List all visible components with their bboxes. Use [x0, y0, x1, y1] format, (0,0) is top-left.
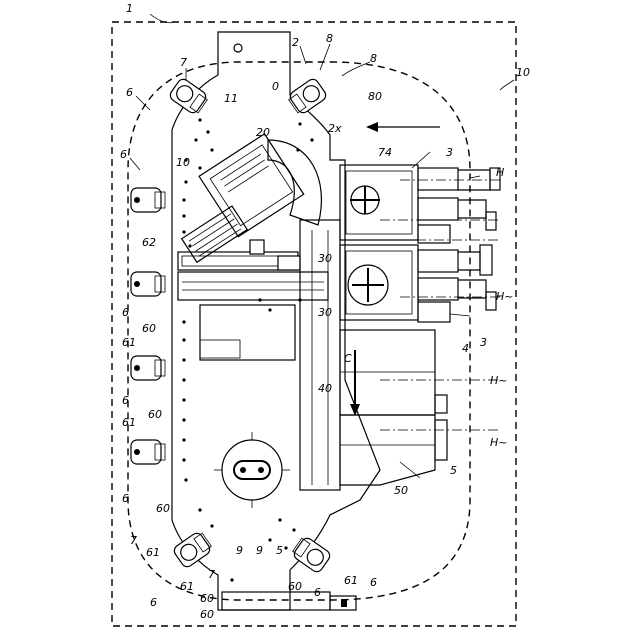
- label-left-6f: 6: [150, 596, 157, 609]
- label-frame-outer: 10: [516, 66, 530, 79]
- unit-4-stub: [435, 395, 447, 413]
- label-left-61b: 61: [122, 416, 136, 429]
- mount-hole-top: [234, 44, 242, 52]
- label-bottom-60b: 60: [200, 608, 214, 621]
- label-station-3a: 3: [446, 146, 453, 159]
- label-mid-30a: 30: [318, 252, 332, 265]
- center-pad: [222, 440, 282, 500]
- label-plate-10: 10: [176, 156, 190, 169]
- station-3-lower-inner: [346, 251, 412, 314]
- label-mid-50: 50: [394, 484, 408, 497]
- label-station-3b: 3: [480, 336, 487, 349]
- label-2x: 2x: [328, 122, 342, 135]
- label-left-6a: 6: [126, 86, 133, 99]
- lower-block-inset: [200, 340, 240, 358]
- label-2: 2: [292, 36, 299, 49]
- label-left-6c: 6: [122, 306, 129, 319]
- label-unit-5: 5: [450, 464, 457, 477]
- label-mid-40: 40: [318, 382, 332, 395]
- label-unit-4: 4: [462, 342, 469, 355]
- label-plate-5: 5: [276, 544, 283, 557]
- label-top-8b: 8: [370, 52, 377, 65]
- label-axis-H2: H~: [496, 290, 514, 303]
- label-mid-30b: 30: [318, 306, 332, 319]
- station-3-lower-cyl-a: [418, 250, 458, 272]
- lower-block: [200, 305, 295, 360]
- label-plate-11: 11: [224, 92, 238, 105]
- label-mid-C: C: [344, 352, 352, 365]
- label-left-60c: 60: [156, 502, 170, 515]
- carousel-path: [128, 62, 470, 600]
- label-left-60b: 60: [148, 408, 162, 421]
- station-3-lower-cyl-c: [418, 302, 450, 322]
- rail-lower: [178, 272, 328, 300]
- label-top-8a: 8: [326, 32, 333, 45]
- rail-block-b: [278, 256, 300, 270]
- label-left-62: 62: [142, 236, 156, 249]
- label-mid-74: 74: [378, 146, 392, 159]
- label-bottom-60a: 60: [288, 580, 302, 593]
- gripper-bottom-right: [290, 535, 332, 574]
- label-bottom-6a: 6: [314, 586, 321, 599]
- label-left-6e: 6: [122, 492, 129, 505]
- station-3-upper-cyl-a: [418, 168, 458, 190]
- label-axis-H1: H: [496, 166, 504, 179]
- rotary-unit-20: [199, 134, 304, 237]
- label-plate-9b: 9: [256, 544, 263, 557]
- label-bottom-7: 7: [208, 568, 215, 581]
- label-plate-0: 0: [272, 80, 279, 93]
- station-3-lower-body: [340, 245, 418, 320]
- label-mid-20: 20: [256, 126, 270, 139]
- station-3-upper-cyl-b: [418, 198, 458, 220]
- label-axis-H4: H~: [490, 436, 508, 449]
- bottom-bracket-inner: [341, 599, 347, 607]
- label-left-6d: 6: [122, 394, 129, 407]
- unit-5-stub: [435, 420, 447, 460]
- rail-block-a: [250, 240, 264, 254]
- frame-plate: [172, 32, 380, 610]
- label-left-61c: 61: [146, 546, 160, 559]
- label-left-60a: 60: [142, 322, 156, 335]
- unit-5: [340, 415, 435, 485]
- label-axis-H3: H~: [490, 374, 508, 387]
- label-bottom-6b: 6: [370, 576, 377, 589]
- label-left-6b: 6: [120, 148, 127, 161]
- center-pad-slot: [234, 461, 270, 479]
- label-machine: 1: [126, 2, 133, 15]
- label-bottom-61a: 61: [344, 574, 358, 587]
- label-left-61a: 61: [122, 336, 136, 349]
- label-80: 80: [368, 90, 382, 103]
- label-top-7: 7: [180, 56, 187, 69]
- label-bottom-61b: 61: [180, 580, 194, 593]
- label-plate-9a: 9: [236, 544, 243, 557]
- gripper-top-left: [168, 77, 210, 116]
- label-left-7: 7: [130, 534, 137, 547]
- drive-housing: [182, 206, 248, 262]
- label-left-60d: 60: [200, 592, 214, 605]
- gripper-top-right: [286, 77, 328, 116]
